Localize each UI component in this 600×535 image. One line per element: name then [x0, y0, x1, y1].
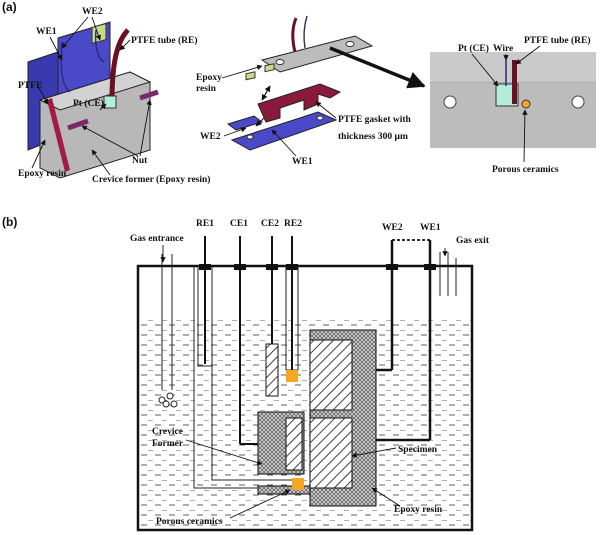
specimen-we1 [309, 417, 353, 489]
label-we2-mid: WE2 [200, 132, 221, 142]
we2-sample [91, 22, 107, 44]
porous-ceramic-crevice [292, 478, 304, 490]
label-ce1: CE1 [230, 219, 248, 229]
label-gas-exit: Gas exit [456, 236, 490, 246]
label-we1-mid: WE1 [292, 157, 313, 167]
label-we1-b: WE1 [420, 223, 441, 233]
label-epoxy-resin-b: Epoxy resin [394, 505, 443, 515]
zoom-leaders [471, 45, 541, 163]
zoom-hole-right [571, 95, 585, 109]
label-pt-ce-right: Pt (CE) [458, 43, 489, 54]
lid-connector [266, 264, 278, 270]
ptfe-layer [47, 98, 70, 172]
panel-b-leaders [160, 245, 448, 519]
we1-sample-mid [264, 63, 275, 73]
label-re2: RE2 [284, 219, 302, 229]
left-leaders [31, 16, 152, 176]
vessel [136, 264, 474, 532]
ptfe-tube-left [109, 28, 130, 101]
label-specimen: Specimen [398, 445, 438, 455]
label-crevice-1: Crevice [152, 427, 183, 437]
label-pt-ce-left: Pt (CE) [73, 98, 104, 109]
label-porous-ceramics-a: Porous ceramics [492, 165, 559, 175]
label-crevice-2: Former [152, 439, 184, 449]
lid-connector [424, 264, 436, 270]
we2-sample-mid [245, 71, 256, 81]
middle-assembly [226, 15, 374, 151]
bubble [162, 400, 170, 408]
bubble [170, 400, 178, 408]
lid-connector [286, 264, 298, 270]
label-gasket-2: thickness 300 µm [338, 132, 408, 142]
ptfe-tube-zoom [512, 60, 517, 104]
middle-leaders [221, 64, 337, 157]
ptfe-gasket [257, 83, 342, 123]
label-ptfe-tube-left: PTFE tube (RE) [131, 35, 198, 46]
left-assembly [27, 21, 159, 179]
nut-left [67, 118, 89, 131]
label-nut: Nut [132, 156, 148, 166]
we-plate-mid [230, 111, 338, 151]
ce2-electrode [265, 343, 279, 397]
label-ptfe-tube-right: PTFE tube (RE) [524, 35, 591, 46]
zoom-arrow [329, 46, 426, 89]
label-we2-top: WE2 [82, 7, 103, 17]
label-ce2: CE2 [261, 219, 279, 229]
ce1-electrode [285, 417, 303, 471]
salt-bridge-inner [211, 360, 292, 481]
we2-wire [94, 29, 105, 63]
label-wire: Wire [493, 44, 513, 54]
bubble [158, 396, 166, 404]
panel-b-tag: (b) [2, 215, 17, 229]
zoom-hole-left [443, 95, 457, 109]
label-ptfe: PTFE [18, 81, 42, 91]
label-re1: RE1 [196, 219, 214, 229]
label-epoxy-resin-left: Epoxy resin [18, 169, 67, 179]
lid-connector [234, 264, 246, 270]
ptfe-tube-mid [291, 17, 298, 53]
bubble [166, 392, 174, 400]
lid-connector [386, 264, 398, 270]
epoxy-plate-mid [260, 35, 374, 73]
label-gas-entrance: Gas entrance [130, 234, 184, 244]
panel-a-tag: (a) [2, 0, 17, 14]
label-we2-b: WE2 [382, 223, 403, 233]
lid-connector [199, 264, 211, 270]
zoom-view [430, 52, 596, 148]
label-gasket-1: PTFE gasket with [338, 115, 412, 125]
label-we1: WE1 [36, 27, 57, 37]
electrolyte [138, 318, 472, 530]
label-epoxy-mid-2: resin [196, 84, 217, 94]
label-porous-ceramics-b: Porous ceramics [156, 517, 223, 527]
crevice-base [257, 485, 311, 495]
we1-wire [60, 41, 71, 93]
label-epoxy-mid-1: Epoxy [196, 73, 222, 83]
specimen-we2 [309, 339, 353, 411]
porous-ceramic-re2 [286, 370, 298, 382]
label-crevice-former: Crevice former (Epoxy resin) [92, 174, 210, 185]
porous-ceramic-zoom [521, 99, 531, 109]
we-plate-mid-tab [226, 115, 264, 131]
nut-right [139, 89, 159, 101]
wire-mid [303, 15, 308, 49]
pt-ce-left [103, 95, 117, 109]
